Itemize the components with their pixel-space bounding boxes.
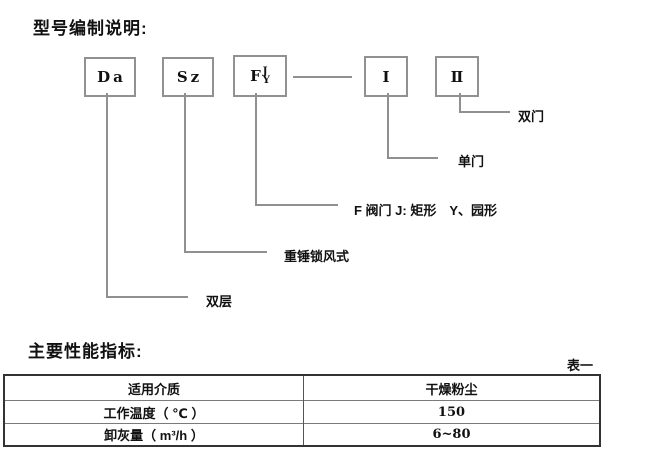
code-box-sz: Sz xyxy=(162,57,214,97)
label-double-door: 双门 xyxy=(518,109,545,124)
stem-sz-to-lock-type xyxy=(184,93,267,253)
code-roman-one-label: Ⅰ xyxy=(382,67,390,86)
code-j-letter: J xyxy=(262,66,268,77)
code-da-label: Da xyxy=(97,68,126,86)
table-cell-value: 150 xyxy=(303,400,600,424)
stem-two-to-double-door xyxy=(459,93,510,113)
code-box-fjy: F J Y xyxy=(233,55,287,97)
code-roman-two-label: Ⅱ xyxy=(450,67,464,86)
table-cell-param: 卸灰量（ m³/h ） xyxy=(4,423,304,446)
code-fjy-stack: J Y xyxy=(262,66,270,86)
table-row: 卸灰量（ m³/h ） 6~80 xyxy=(4,423,600,446)
stem-one-to-single-door xyxy=(387,93,438,159)
code-box-roman-one: Ⅰ xyxy=(364,56,408,97)
code-sz-label: Sz xyxy=(176,68,203,86)
table-cell-value: 干燥粉尘 xyxy=(425,382,478,398)
model-designation-title: 型号编制说明: xyxy=(33,19,148,38)
label-hammer-lock-type: 重锤锁风式 xyxy=(284,249,350,264)
table-number-tag: 表一 xyxy=(567,358,594,373)
table-cell-param: 适用介质 xyxy=(4,375,304,401)
connector-dash xyxy=(293,76,352,78)
stem-fjy-to-valve-desc xyxy=(255,93,338,206)
code-f-letter: F xyxy=(250,67,261,85)
code-box-roman-two: Ⅱ xyxy=(435,56,479,97)
performance-section-title: 主要性能指标: xyxy=(28,342,143,361)
label-valve-shapes: F 阀门 J: 矩形 Y、园形 xyxy=(354,203,498,218)
table-cell-value: 6~80 xyxy=(303,423,600,446)
performance-table: 适用介质 干燥粉尘 工作温度（ ℃ ） 150 卸灰量（ m³/h ） 6~80 xyxy=(3,374,601,447)
code-fjy-label: F J Y xyxy=(250,66,270,86)
table-row: 工作温度（ ℃ ） 150 xyxy=(4,400,600,424)
code-box-da: Da xyxy=(84,57,136,97)
table-row: 适用介质 干燥粉尘 xyxy=(4,375,600,401)
label-double-layer: 双层 xyxy=(206,294,233,309)
code-y-letter: Y xyxy=(262,75,270,86)
label-single-door: 单门 xyxy=(458,154,485,169)
table-cell-param: 工作温度（ ℃ ） xyxy=(4,400,304,424)
stem-da-to-double-layer xyxy=(106,93,188,298)
